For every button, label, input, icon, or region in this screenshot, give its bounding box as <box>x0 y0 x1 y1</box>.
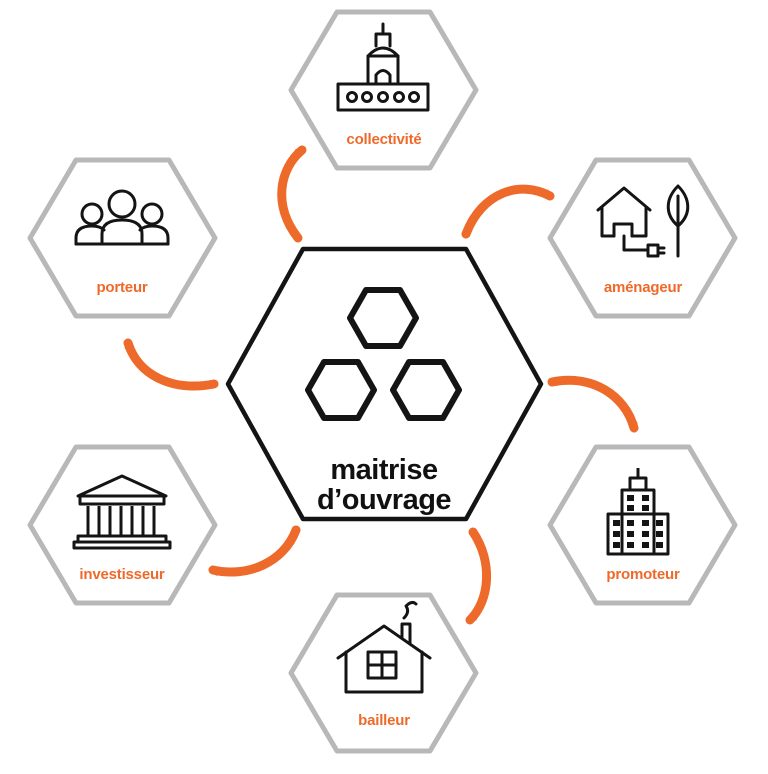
arrow-to-collectivite <box>277 145 307 243</box>
three-hexagons-icon <box>305 287 462 421</box>
label-investisseur: investisseur <box>79 566 165 583</box>
house-and-tree-icon <box>596 184 690 258</box>
hex-promoteur <box>547 444 738 606</box>
label-promoteur: promoteur <box>606 566 680 583</box>
house-icon <box>336 600 432 694</box>
arrow-to-bailleur <box>465 527 492 625</box>
arrow-to-investisseur <box>208 525 301 577</box>
hex-center <box>225 246 544 522</box>
hex-collectivite <box>288 9 479 171</box>
apartment-building-icon <box>606 468 670 556</box>
label-porteur: porteur <box>96 279 148 296</box>
label-collectivite: collectivité <box>346 131 422 148</box>
arrow-to-amenageur <box>461 184 555 239</box>
hex-bailleur <box>288 592 479 754</box>
center-title: maitrise d’ouvrage <box>316 454 452 516</box>
arrow-to-promoteur <box>547 375 639 433</box>
center-title-line1: maitrise <box>330 454 438 486</box>
people-group-icon <box>74 189 170 246</box>
hex-amenageur <box>547 157 738 319</box>
label-bailleur: bailleur <box>358 712 410 729</box>
arrow-to-porteur <box>123 338 219 391</box>
hex-porteur <box>27 157 218 319</box>
town-hall-icon <box>336 22 430 112</box>
center-title-line2: d’ouvrage <box>316 484 452 516</box>
label-amenageur: aménageur <box>603 279 683 296</box>
hex-investisseur <box>27 444 218 606</box>
bank-building-icon <box>72 474 172 550</box>
